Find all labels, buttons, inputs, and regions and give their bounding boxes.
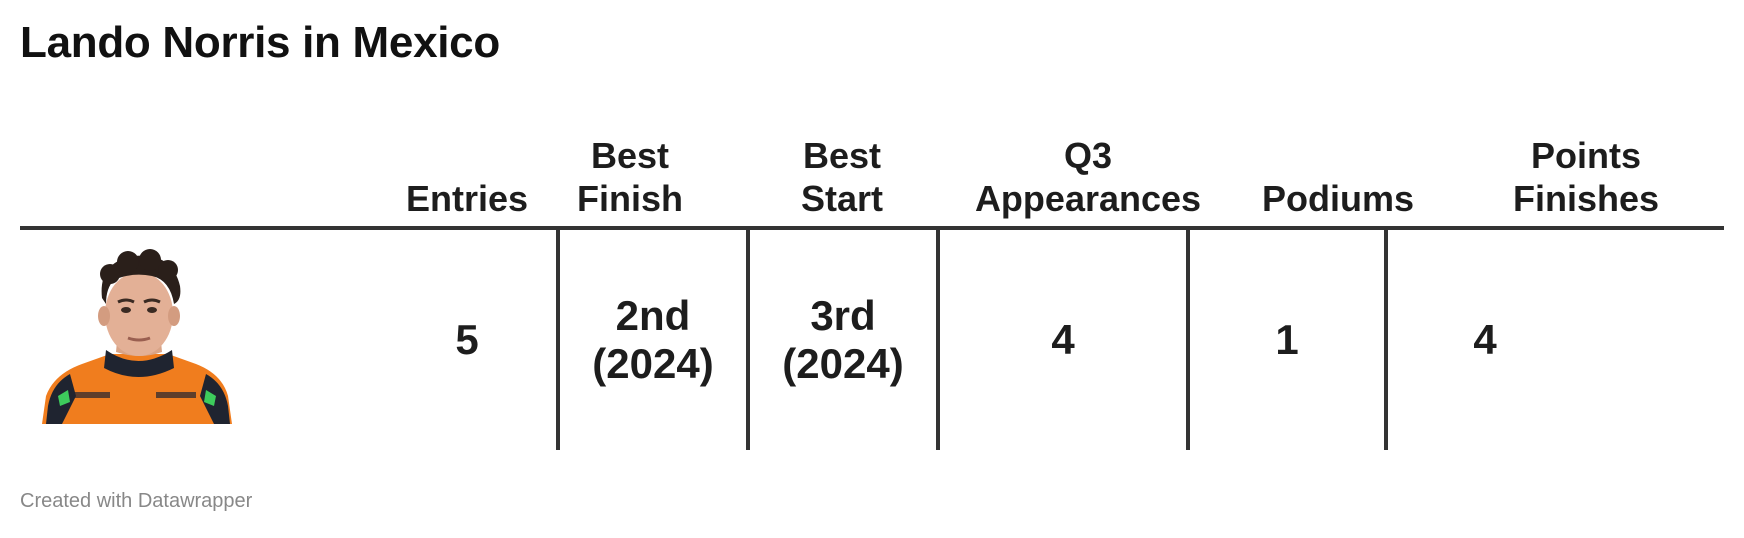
cell-entries: 5 [455,315,479,363]
column-header-q3-appearances: Q3 Appearances [974,134,1202,219]
column-divider [556,230,560,450]
cell-best-finish: 2nd (2024) [592,291,714,387]
column-divider [936,230,940,450]
header-divider [20,226,1724,230]
column-divider [1186,230,1190,450]
column-divider [1384,230,1388,450]
driver-portrait-icon [40,246,236,424]
column-header-podiums: Podiums [1261,177,1414,219]
table-row: 5 2nd (2024) 3rd (2024) 4 1 4 [20,230,1724,450]
cell-podiums: 1 [1275,315,1299,363]
column-divider [746,230,750,450]
cell-q3-appearances: 4 [1051,315,1075,363]
chart-title: Lando Norris in Mexico [20,18,500,67]
column-header-best-finish: Best Finish [577,134,683,219]
column-header-photo [20,120,220,226]
column-header-best-start: Best Start [800,134,884,219]
cell-points-finishes: 4 [1473,315,1497,363]
cell-best-start: 3rd (2024) [782,291,904,387]
table-header-row: Entries Best Finish Best Start Q3 Appear… [20,120,1724,226]
footer-credit: Created with Datawrapper [20,490,253,512]
column-header-entries: Entries [405,177,529,219]
column-header-points-finishes: Points Finishes [1512,134,1660,219]
